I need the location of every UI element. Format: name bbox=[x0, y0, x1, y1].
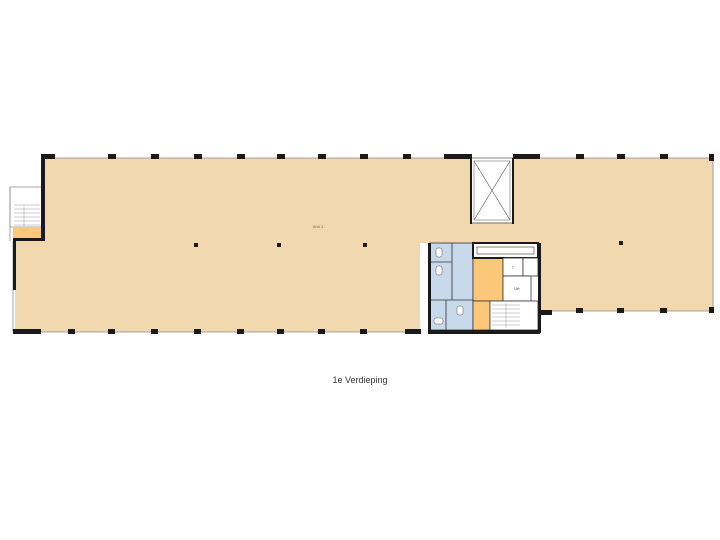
lift-label: Lift bbox=[514, 287, 520, 291]
lobby-hall-lower bbox=[472, 300, 491, 331]
columns-bottom bbox=[68, 308, 667, 334]
sanitary-block bbox=[429, 242, 474, 331]
unit-label: Unit 2 bbox=[313, 225, 324, 229]
columns-top bbox=[108, 154, 668, 159]
columns-interior bbox=[194, 241, 623, 247]
void-inner-border bbox=[473, 160, 511, 221]
landing-left bbox=[13, 227, 42, 241]
void-diagonal bbox=[473, 160, 511, 221]
toilet-icon bbox=[435, 247, 443, 258]
utility-strip-inner bbox=[476, 246, 535, 255]
sink-icon bbox=[433, 317, 444, 325]
small-room-right bbox=[522, 257, 539, 277]
floor-title: 1e Verdieping bbox=[332, 375, 388, 385]
small-room-label: T bbox=[511, 266, 515, 270]
toilet-icon bbox=[435, 265, 443, 276]
lift-shaft bbox=[502, 275, 532, 302]
stair-treads-left bbox=[14, 204, 40, 226]
exterior-walls bbox=[13, 154, 714, 334]
toilet-icon bbox=[456, 305, 464, 316]
stairwell-core bbox=[489, 300, 539, 331]
stair-treads-core bbox=[492, 303, 520, 328]
lobby-hall bbox=[472, 257, 504, 302]
